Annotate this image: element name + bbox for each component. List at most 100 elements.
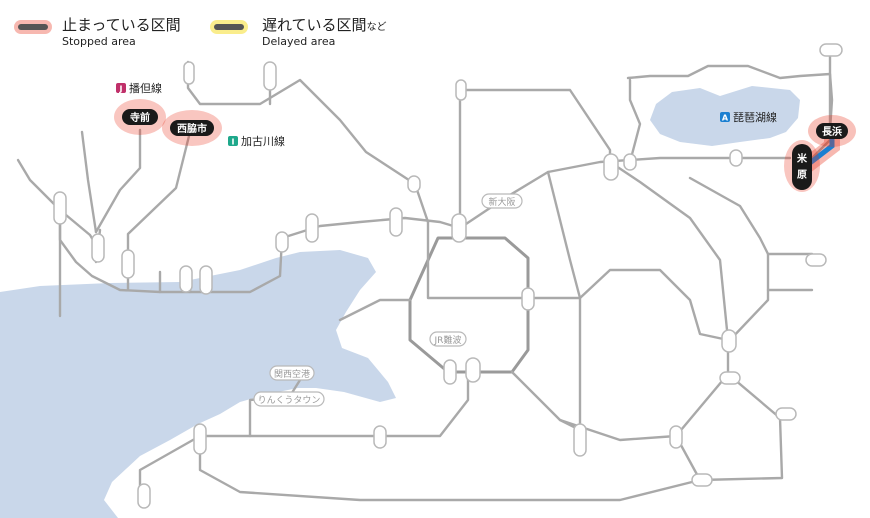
- station-marker[interactable]: [603, 153, 619, 181]
- labeled-stations: 新大阪 JR難波 関西空港 りんくうタウン: [253, 193, 523, 407]
- delayed-swatch: [214, 24, 244, 30]
- station-shinosaka-pill: [481, 193, 523, 209]
- line-name-bantan: 播但線: [129, 81, 162, 95]
- hanwa-line: [138, 370, 470, 502]
- station-maibara-label: 米原: [797, 152, 808, 181]
- stopped-swatch: [18, 24, 48, 30]
- kakogawa-line: [126, 130, 192, 292]
- tozai-line: [426, 220, 530, 300]
- legend-stopped: 止まっている区間 Stopped area: [14, 16, 181, 48]
- line-badge-bantan: [116, 83, 126, 93]
- station-marker[interactable]: [275, 231, 289, 253]
- station-marker[interactable]: [691, 473, 713, 487]
- station-shinosaka-label: 新大阪: [488, 196, 515, 208]
- station-marker[interactable]: [305, 213, 319, 243]
- legend-delayed-title-wrap: 遅れている区間など: [262, 16, 387, 34]
- sakurajima-line: [338, 298, 412, 322]
- osaka-bay: [0, 250, 396, 518]
- line-name-biwako: 琵琶湖線: [733, 110, 777, 124]
- station-marker[interactable]: [389, 207, 403, 237]
- water-areas: [0, 86, 800, 518]
- legend-stopped-title: 止まっている区間: [62, 16, 181, 34]
- station-marker[interactable]: [805, 253, 827, 267]
- nara-line: [608, 160, 730, 342]
- station-nagahama-label: 長浜: [822, 125, 842, 138]
- station-maibara-pill: [792, 144, 812, 190]
- sanyo-line: [58, 193, 284, 294]
- station-teramae-pill: [122, 109, 158, 125]
- station-marker[interactable]: [721, 329, 737, 353]
- station-marker[interactable]: [121, 249, 135, 279]
- station-maibara-char: 原: [797, 169, 807, 181]
- station-teramae[interactable]: 寺前: [114, 99, 166, 135]
- wakayama-line: [198, 434, 702, 502]
- station-marker[interactable]: [775, 407, 797, 421]
- station-marker[interactable]: [137, 483, 151, 509]
- station-marker[interactable]: [263, 61, 277, 91]
- station-marker[interactable]: [729, 149, 743, 167]
- station-marker[interactable]: [623, 153, 637, 171]
- station-nagahama-pill: [816, 123, 848, 139]
- nara-south: [674, 338, 730, 482]
- station-marker[interactable]: [179, 265, 193, 293]
- station-maibara-char: 米: [797, 152, 808, 165]
- station-marker[interactable]: [669, 425, 683, 449]
- station-marker[interactable]: [91, 233, 105, 263]
- station-marker[interactable]: [373, 425, 387, 449]
- station-maibara[interactable]: 米原: [784, 140, 820, 192]
- station-kansai-airport-label: 関西空港: [274, 368, 310, 380]
- station-rinku[interactable]: りんくうタウン: [253, 391, 325, 407]
- legend-delayed-title: 遅れている区間: [262, 16, 367, 34]
- station-marker[interactable]: [199, 265, 213, 295]
- station-marker[interactable]: [455, 79, 467, 101]
- line-label-bantan[interactable]: J 播但線: [116, 81, 162, 95]
- station-marker[interactable]: [183, 61, 195, 85]
- fukuchiyama-line: [186, 60, 430, 224]
- line-badge-bantan-letter: J: [119, 85, 123, 94]
- station-marker[interactable]: [719, 371, 741, 385]
- line-badge-kakogawa: [228, 136, 238, 146]
- station-jrnamba-label: JR難波: [434, 334, 462, 346]
- station-marker[interactable]: [573, 423, 587, 457]
- line-name-kakogawa: 加古川線: [241, 134, 285, 148]
- legend-delayed-sub: Delayed area: [262, 35, 335, 48]
- legend: 止まっている区間 Stopped area 遅れている区間など Delayed …: [14, 16, 387, 48]
- bantan-line: [94, 128, 142, 234]
- station-marker[interactable]: [465, 357, 481, 383]
- katamachi-line: [546, 170, 582, 432]
- north-connector: [458, 88, 612, 164]
- station-shinosaka[interactable]: 新大阪: [481, 193, 523, 209]
- line-label-kakogawa[interactable]: I 加古川線: [228, 134, 285, 148]
- yamatoji-line: [510, 370, 678, 442]
- station-marker[interactable]: [53, 191, 67, 225]
- station-marker[interactable]: [443, 359, 457, 385]
- kosei-line: [628, 78, 642, 164]
- station-rinku-label: りんくうタウン: [258, 395, 321, 406]
- station-marker[interactable]: [451, 213, 467, 243]
- legend-delayed-suffix: など: [367, 21, 387, 33]
- station-nishiwakishi-label: 西脇市: [177, 122, 207, 135]
- line-labels: J 播但線 I 加古川線 A 琵琶湖線: [116, 81, 777, 148]
- station-marker[interactable]: [193, 423, 207, 455]
- himeji-north: [80, 130, 98, 234]
- legend-stopped-sub: Stopped area: [62, 35, 136, 48]
- station-teramae-label: 寺前: [130, 111, 150, 124]
- line-badge-biwako-letter: A: [722, 114, 729, 123]
- station-nishiwakishi[interactable]: 西脇市: [162, 110, 222, 146]
- line-label-biwako[interactable]: A 琵琶湖線: [720, 110, 777, 124]
- kobe-line: [280, 156, 792, 240]
- line-badge-kakogawa-letter: I: [232, 138, 235, 147]
- station-marker[interactable]: [819, 43, 843, 57]
- line-badge-biwako: [720, 112, 730, 122]
- station-nagahama[interactable]: 長浜: [808, 115, 856, 147]
- station-kansai-airport-pill: [269, 365, 315, 381]
- legend-delayed: 遅れている区間など Delayed area: [210, 16, 387, 48]
- osaka-higashi-line: [526, 268, 730, 342]
- station-marker[interactable]: [407, 175, 421, 193]
- station-jrnamba[interactable]: JR難波: [429, 331, 467, 347]
- station-kansai-airport[interactable]: 関西空港: [269, 365, 315, 381]
- track-network: [16, 50, 834, 502]
- station-markers[interactable]: [53, 43, 843, 509]
- station-marker[interactable]: [521, 287, 535, 311]
